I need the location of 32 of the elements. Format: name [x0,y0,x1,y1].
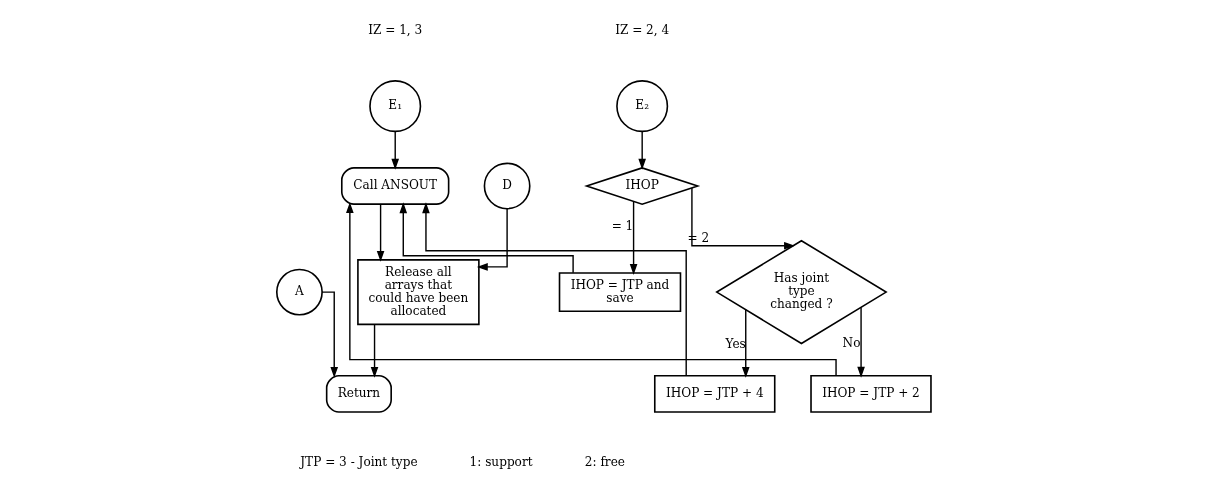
arrow [321,291,339,378]
arrow [476,207,508,271]
node-box: Release all arrays that could have been allocated [357,259,480,326]
arrow [370,323,379,378]
node-box: Call ANSOUT [341,167,450,205]
node-label: IZ = 1, 3 [368,22,423,37]
node-circle: D [483,162,531,210]
arrow [691,187,795,250]
arrow [741,309,750,378]
node-circle: E₁ [369,80,422,133]
edge-label: = 1 [611,218,634,233]
arrow [346,202,837,377]
arrow [857,306,865,378]
label: 2: free [584,454,625,469]
node-label: IZ = 2, 4 [615,22,670,37]
arrow [629,200,638,275]
edge-label: Yes [725,337,746,352]
arrow [399,202,574,274]
node-box: Return [325,374,392,413]
node-circle: E₂ [616,80,669,133]
node-box: IHOP = JTP and save [558,272,682,313]
label: 1: support [469,454,533,469]
arrow [422,202,687,377]
label: JTP = 3 - Joint type [300,454,418,469]
node-box: IHOP = JTP + 2 [810,374,932,413]
node-circle: A [276,268,323,316]
node-box: IHOP = JTP + 4 [653,374,776,413]
edge-label: No [842,336,861,351]
arrow [376,203,385,262]
arrow [391,130,400,170]
node-diamond: IHOP [584,167,701,205]
arrow [638,130,646,170]
